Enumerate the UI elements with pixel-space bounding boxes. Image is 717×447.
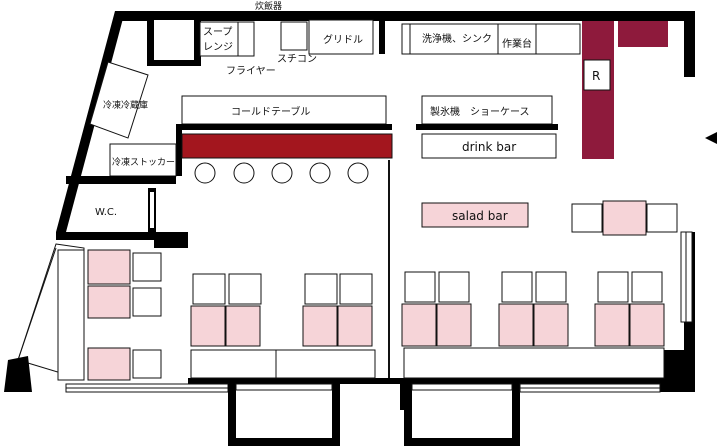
stool (309, 162, 331, 184)
register-label: R (592, 69, 600, 83)
freezer-stocker-label: 冷凍ストッカー (112, 156, 175, 168)
counter-stools (194, 162, 369, 184)
freezer-fridge-label: 冷凍冷蔵庫 (103, 99, 148, 111)
salad-bar (421, 202, 529, 228)
entrance-arrow-icon (705, 132, 717, 144)
serving-counter (181, 133, 393, 159)
bench-left (190, 349, 376, 379)
cold-table (181, 95, 387, 125)
ice-maker-showcase (421, 95, 553, 125)
stool (347, 162, 369, 184)
bench-right (403, 347, 665, 379)
register (583, 59, 611, 91)
work-table (497, 23, 537, 55)
soup-range (199, 21, 239, 57)
wc-label: W.C. (95, 207, 117, 218)
cold-table-label: コールドテーブル (231, 105, 310, 118)
work-table-label: 作業台 (502, 37, 532, 50)
kitchen-niche (147, 16, 201, 66)
bottom-annex-left (228, 384, 340, 446)
rice-cooker-label: 炊飯器 (255, 0, 282, 12)
left-tables (87, 249, 162, 381)
steam-convection (280, 21, 308, 51)
bottom-annex-right (404, 384, 520, 446)
entrance-table (571, 200, 678, 236)
dishwasher-sink-label: 洗浄機、シンク (422, 32, 492, 45)
stool (194, 162, 216, 184)
drink-bar (421, 133, 557, 159)
freezer-fridge (89, 61, 149, 139)
ice-maker-showcase-label: 製氷機 ショーケース (430, 105, 530, 118)
hall-tables-left (190, 273, 373, 347)
fryer-label: フライヤー (226, 65, 276, 77)
left-wall-corner (4, 356, 32, 392)
drink-bar-label: drink bar (462, 140, 516, 154)
soup-range-label-1: スープ (203, 26, 232, 38)
griddle (308, 19, 374, 55)
dishwasher-sink (401, 23, 499, 55)
steam-convection-label: スチコン (277, 53, 317, 65)
stool (271, 162, 293, 184)
soup-range-label-2: レンジ (203, 42, 233, 53)
hall-tables-right (401, 271, 665, 347)
salad-bar-label: salad bar (452, 209, 508, 223)
stool (233, 162, 255, 184)
griddle-label: グリドル (323, 33, 363, 46)
kitchen-divider-wall (176, 124, 392, 130)
